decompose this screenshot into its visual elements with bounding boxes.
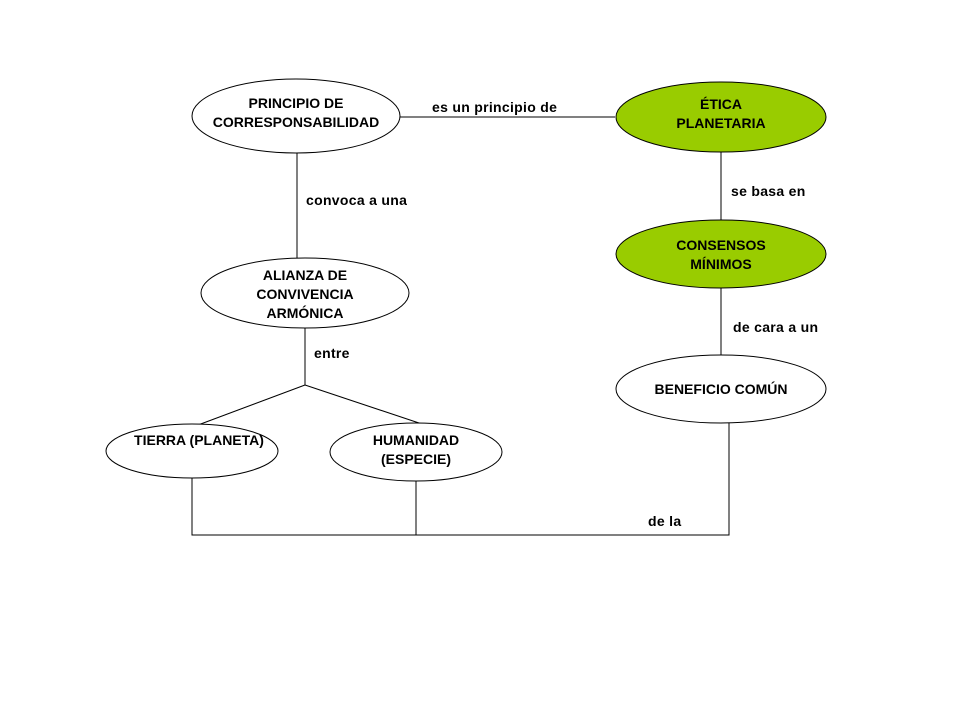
node-humanidad-shape bbox=[329, 422, 503, 482]
line-branch-humanidad bbox=[304, 384, 429, 427]
node-principio[interactable]: PRINCIPIO DE CORRESPONSABILIDAD bbox=[191, 78, 401, 154]
node-tierra-label: TIERRA (PLANETA) bbox=[134, 432, 264, 448]
node-beneficio-shape bbox=[615, 354, 827, 424]
node-tierra[interactable]: TIERRA (PLANETA) bbox=[105, 423, 279, 479]
node-consensos-line: CONSENSOS bbox=[676, 237, 765, 253]
link-label-entre: entre bbox=[314, 345, 350, 361]
link-labels: es un principio de convoca a una se basa… bbox=[306, 99, 818, 529]
node-tierra-line: TIERRA (PLANETA) bbox=[134, 432, 264, 448]
node-beneficio[interactable]: BENEFICIO COMÚN bbox=[615, 354, 827, 424]
node-beneficio-label: BENEFICIO COMÚN bbox=[655, 380, 788, 397]
node-humanidad-label: HUMANIDAD (ESPECIE) bbox=[373, 432, 459, 467]
node-etica-shape bbox=[615, 81, 827, 153]
node-alianza-line: ALIANZA DE bbox=[263, 267, 347, 283]
node-principio-line: PRINCIPIO DE bbox=[249, 95, 344, 111]
link-label-convoca: convoca a una bbox=[306, 192, 407, 208]
node-humanidad-line: (ESPECIE) bbox=[381, 451, 451, 467]
link-label-de-cara: de cara a un bbox=[733, 319, 818, 335]
node-beneficio-line: BENEFICIO COMÚN bbox=[655, 380, 788, 397]
node-principio-line: CORRESPONSABILIDAD bbox=[213, 114, 379, 130]
node-etica[interactable]: ÉTICA PLANETARIA bbox=[615, 81, 827, 153]
node-alianza-shape bbox=[200, 257, 410, 329]
link-label-de-la: de la bbox=[648, 513, 681, 529]
node-humanidad-line: HUMANIDAD bbox=[373, 432, 459, 448]
line-branch-tierra bbox=[189, 384, 306, 429]
node-principio-shape bbox=[191, 78, 401, 154]
node-consensos-line: MÍNIMOS bbox=[690, 256, 751, 272]
node-etica-label: ÉTICA PLANETARIA bbox=[676, 96, 765, 131]
node-tierra-shape bbox=[105, 423, 279, 479]
connectors bbox=[189, 116, 730, 536]
line-bottom-connector bbox=[191, 420, 730, 536]
node-etica-line: ÉTICA bbox=[700, 96, 742, 112]
node-principio-label: PRINCIPIO DE CORRESPONSABILIDAD bbox=[213, 95, 379, 130]
node-alianza-line: CONVIVENCIA bbox=[256, 286, 353, 302]
link-label-se-basa: se basa en bbox=[731, 183, 806, 199]
node-alianza-label: ALIANZA DE CONVIVENCIA ARMÓNICA bbox=[256, 267, 353, 321]
node-consensos-shape bbox=[615, 219, 827, 289]
node-humanidad[interactable]: HUMANIDAD (ESPECIE) bbox=[329, 422, 503, 482]
node-alianza[interactable]: ALIANZA DE CONVIVENCIA ARMÓNICA bbox=[200, 257, 410, 329]
link-label-es-principio: es un principio de bbox=[432, 99, 557, 115]
node-etica-line: PLANETARIA bbox=[676, 115, 765, 131]
node-consensos[interactable]: CONSENSOS MÍNIMOS bbox=[615, 219, 827, 289]
node-alianza-line: ARMÓNICA bbox=[267, 304, 344, 321]
node-consensos-label: CONSENSOS MÍNIMOS bbox=[676, 237, 765, 272]
